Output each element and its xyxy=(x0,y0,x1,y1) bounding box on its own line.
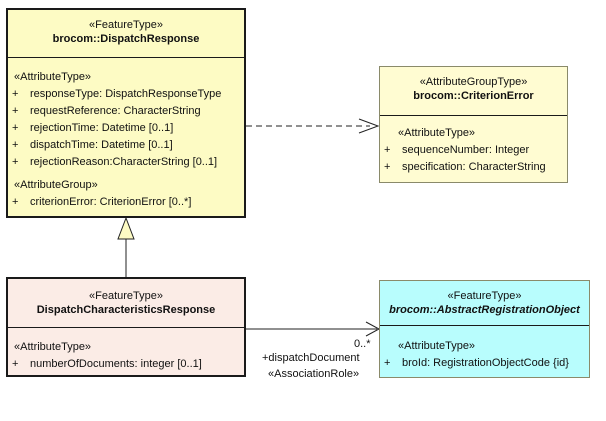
attribute-row[interactable]: +rejectionReason:CharacterString [0..1] xyxy=(12,156,218,168)
class-stereotype: «AttributeGroupType» xyxy=(419,76,528,88)
generalization-arrowhead xyxy=(117,216,135,240)
attribute-row[interactable]: +responseType: DispatchResponseType xyxy=(12,88,222,100)
compartment-divider xyxy=(380,115,567,116)
attribute-stereotype: «AttributeType» xyxy=(14,341,92,353)
class-abstract-registration-object[interactable]: «FeatureType» brocom::AbstractRegistrati… xyxy=(379,280,590,378)
attribute-row[interactable]: +rejectionTime: Datetime [0..1] xyxy=(12,122,174,134)
attribute-compartment: «AttributeType» +broId: RegistrationObje… xyxy=(380,338,569,372)
class-stereotype: «FeatureType» xyxy=(89,19,163,31)
association-stereotype: «AssociationRole» xyxy=(268,368,360,380)
class-name: brocom::CriterionError xyxy=(413,90,534,102)
attribute-compartment: «AttributeType» +numberOfDocuments: inte… xyxy=(8,339,202,373)
attribute-stereotype: «AttributeType» xyxy=(14,71,92,83)
association-role: +dispatchDocument xyxy=(262,352,360,364)
class-name: brocom::AbstractRegistrationObject xyxy=(389,304,580,316)
attribute-row[interactable]: +specification: CharacterString xyxy=(384,161,546,173)
attribute-stereotype: «AttributeType» xyxy=(398,340,476,352)
compartment-divider xyxy=(380,325,589,326)
class-name: brocom::DispatchResponse xyxy=(52,33,200,45)
attribute-row[interactable]: +sequenceNumber: Integer xyxy=(384,144,530,156)
class-dispatch-characteristics-response[interactable]: «FeatureType» DispatchCharacteristicsRes… xyxy=(6,277,246,377)
attribute-compartment: «AttributeType» +sequenceNumber: Integer… xyxy=(380,125,546,176)
association-multiplicity: 0..* xyxy=(354,338,371,350)
class-dispatch-response[interactable]: «FeatureType» brocom::DispatchResponse «… xyxy=(6,8,246,218)
compartment-divider xyxy=(8,327,244,328)
attribute-compartment: «AttributeType» +responseType: DispatchR… xyxy=(8,69,221,211)
class-criterion-error[interactable]: «AttributeGroupType» brocom::CriterionEr… xyxy=(379,66,568,183)
attribute-row[interactable]: +numberOfDocuments: integer [0..1] xyxy=(12,358,202,370)
attribute-group-row[interactable]: +criterionError: CriterionError [0..*] xyxy=(12,196,192,208)
class-name: DispatchCharacteristicsResponse xyxy=(36,304,216,316)
class-stereotype: «FeatureType» xyxy=(447,290,522,302)
attribute-row[interactable]: +broId: RegistrationObjectCode {id} xyxy=(384,357,569,369)
compartment-divider xyxy=(8,57,244,58)
attribute-row[interactable]: +dispatchTime: Datetime [0..1] xyxy=(12,139,173,151)
attribute-row[interactable]: +requestReference: CharacterString xyxy=(12,105,201,117)
attribute-group-stereotype: «AttributeGroup» xyxy=(14,179,98,191)
class-stereotype: «FeatureType» xyxy=(89,290,163,302)
attribute-stereotype: «AttributeType» xyxy=(398,127,476,139)
dependency-arrowhead xyxy=(358,118,380,134)
